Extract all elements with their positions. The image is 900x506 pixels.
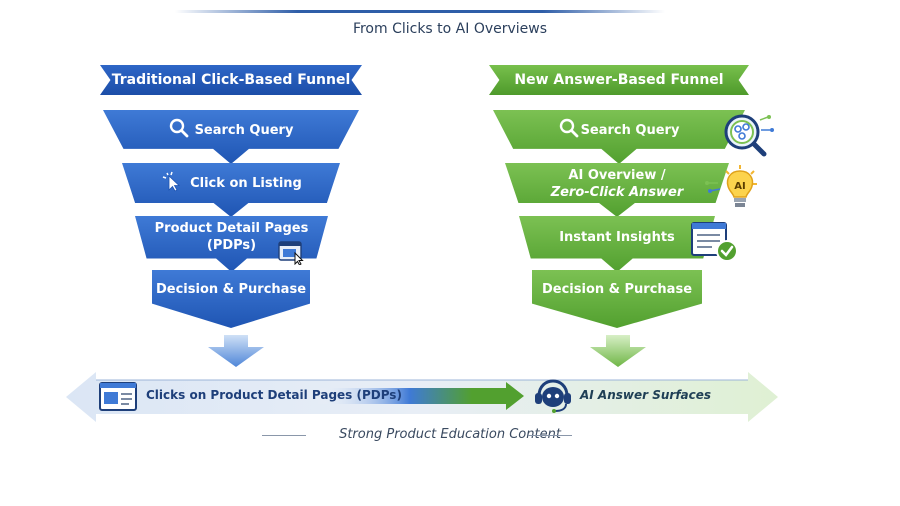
left-tier-click-listing: Click on Listing xyxy=(122,163,340,217)
page-subtitle: From Clicks to AI Overviews xyxy=(352,21,548,37)
left-tier-label: Product Detail Pages xyxy=(154,221,309,236)
svg-text:AI: AI xyxy=(734,181,745,192)
bottom-right-label: AI Answer Surfaces xyxy=(580,388,712,402)
bottom-double-arrow xyxy=(66,372,778,426)
left-tier-label: Search Query xyxy=(194,122,294,138)
ai-lightbulb-icon: AI xyxy=(704,163,764,219)
left-tier-search-query: Search Query xyxy=(103,110,359,164)
right-down-arrow xyxy=(590,335,646,371)
page-title-cropped xyxy=(230,0,590,8)
right-tier-decision-purchase: Decision & Purchase xyxy=(532,270,702,328)
magnifier-network-icon xyxy=(722,112,778,164)
left-funnel-banner: Traditional Click-Based Funnel xyxy=(100,65,362,95)
right-funnel-banner: New Answer-Based Funnel xyxy=(489,65,749,95)
right-tier-label: AI Overview / xyxy=(568,168,666,183)
right-tier-label: Search Query xyxy=(580,122,680,138)
document-check-icon xyxy=(690,220,740,268)
left-tier-label: Click on Listing xyxy=(190,175,302,191)
left-tier-pdp: Product Detail Pages (PDPs) xyxy=(135,216,328,272)
right-tier-label: Zero-Click Answer xyxy=(550,185,684,200)
right-tier-instant-insights: Instant Insights xyxy=(519,216,715,272)
browser-window-icon xyxy=(99,382,139,416)
right-tier-label: Instant Insights xyxy=(559,229,675,245)
search-icon xyxy=(169,118,189,143)
footnote: Strong Product Education Content xyxy=(339,427,561,442)
bottom-left-label: Clicks on Product Detail Pages (PDPs) xyxy=(146,388,402,402)
left-down-arrow xyxy=(208,335,264,371)
footnote-rule-right xyxy=(528,435,572,436)
title-underline xyxy=(175,10,665,13)
browser-window-icon xyxy=(278,241,306,269)
left-tier-label: (PDPs) xyxy=(206,238,257,253)
ai-assistant-icon xyxy=(533,378,573,418)
search-icon xyxy=(559,118,579,143)
left-tier-decision-purchase: Decision & Purchase xyxy=(152,270,310,328)
right-tier-ai-overview: AI Overview / Zero-Click Answer xyxy=(505,163,729,217)
right-tier-label: Decision & Purchase xyxy=(541,281,693,297)
left-tier-label: Decision & Purchase xyxy=(155,281,307,297)
footnote-rule-left xyxy=(262,435,306,436)
right-tier-search-query: Search Query xyxy=(493,110,745,164)
cursor-click-icon xyxy=(160,170,184,197)
